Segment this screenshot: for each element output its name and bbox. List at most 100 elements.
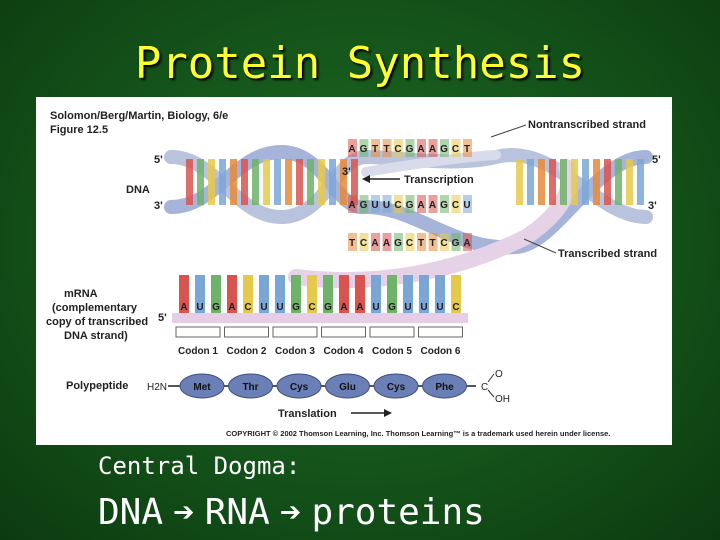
codon-label: Codon 5 [372,346,412,357]
transcribed-base-label: T [418,238,424,249]
amino-acid-bead [373,373,419,399]
base-block [405,139,415,157]
base-block [417,195,426,213]
label-mrna-1: mRNA [64,288,98,300]
mrna-base-bar [355,275,365,313]
base-block [382,139,392,157]
helix-rung [549,159,556,205]
helix-rung [637,159,644,205]
label-5prime-right: 5' [652,154,661,166]
base-block [405,195,415,213]
base-block [451,233,461,251]
base-block [348,139,357,157]
helix-rung [307,159,314,205]
mrna-base-label: U [196,302,203,313]
helix-rung [582,159,589,205]
codon-bracket [272,326,318,338]
nontranscribed-base-label: T [464,144,470,155]
rna-base-label: U [383,200,390,211]
helix-rung [197,159,204,205]
mrna-base-label: A [228,302,235,313]
codon-label: Codon 4 [324,346,364,357]
source-line-2: Figure 12.5 [50,124,108,136]
mrna-base-label: U [420,302,427,313]
base-block [348,195,357,213]
nontranscribed-base-label: T [383,144,389,155]
slide-title: Protein Synthesis [134,38,586,89]
label-3prime-mid: 3' [342,166,351,178]
amino-acid-label: Glu [339,382,356,393]
codon-label: Codon 1 [178,346,218,357]
helix-rung [571,159,578,205]
amino-acid-label: Cys [387,382,406,393]
helix-rung [351,159,358,205]
helix-rung [527,159,534,205]
helix-rung [285,159,292,205]
base-block [440,233,449,251]
mrna-base-label: U [260,302,267,313]
base-block [463,195,472,213]
central-dogma-heading: Central Dogma: [98,452,301,480]
mrna-base-label: U [436,302,443,313]
amino-acid-label: Cys [290,382,309,393]
transcribed-base-label: C [360,238,367,249]
base-block [382,233,392,251]
mrna-base-label: C [452,302,459,313]
label-3prime-right: 3' [648,200,657,212]
rna-base-label: G [440,200,448,211]
helix-rung [263,159,270,205]
rna-base-label: A [429,200,436,211]
label-mrna-3: copy of transcribed [46,316,148,328]
codon-label: Codon 2 [227,346,267,357]
label-5prime-mrna: 5' [158,312,167,324]
helix-rung [593,159,600,205]
codon-bracket [321,326,366,338]
mrna-base-bar [451,275,461,313]
codon-bracket [418,326,463,338]
copyright-notice: COPYRIGHT © 2002 Thomson Learning, Inc. … [226,429,610,438]
transcription-arrowhead [362,175,370,183]
mrna-base-bar [419,275,429,313]
transcribed-base-label: A [371,238,378,249]
helix-rung [318,159,325,205]
base-block [394,139,403,157]
rna-base-label: A [417,200,424,211]
label-nontranscribed-strand: Nontranscribed strand [528,119,646,131]
nontranscribed-base-label: C [452,144,459,155]
helix-rung [186,159,193,205]
mrna-base-label: U [276,302,283,313]
dogma-arrow-1: ➔ [173,492,195,533]
mrna-base-label: A [180,302,187,313]
nontranscribed-base-label: A [417,144,424,155]
mrna-base-bar [195,275,205,313]
mrna-base-label: G [292,302,300,313]
base-block [394,233,403,251]
helix-rung [252,159,259,205]
label-5prime-left: 5' [154,154,163,166]
rna-base-label: U [463,200,470,211]
codon-bracket [175,326,221,338]
central-dogma-line: DNA➔RNA➔proteins [98,492,485,533]
codon-bracket [224,326,269,338]
helix-rung [329,159,336,205]
label-h2n: H2N [147,382,167,393]
label-polypeptide: Polypeptide [66,380,128,392]
base-block [428,233,438,251]
rna-base-label: U [371,200,378,211]
pointer-transcribed [523,238,557,254]
label-dna: DNA [126,184,150,196]
mrna-backbone [172,313,468,323]
base-block [440,139,449,157]
dogma-arrow-2: ➔ [279,492,302,533]
rna-base-label: G [406,200,414,211]
helix-rung [241,159,248,205]
mrna-base-label: A [356,302,363,313]
dogma-proteins: proteins [311,492,485,533]
mrna-base-bar [259,275,269,313]
rna-base-label: C [452,200,459,211]
transcribed-base-label: G [452,238,460,249]
